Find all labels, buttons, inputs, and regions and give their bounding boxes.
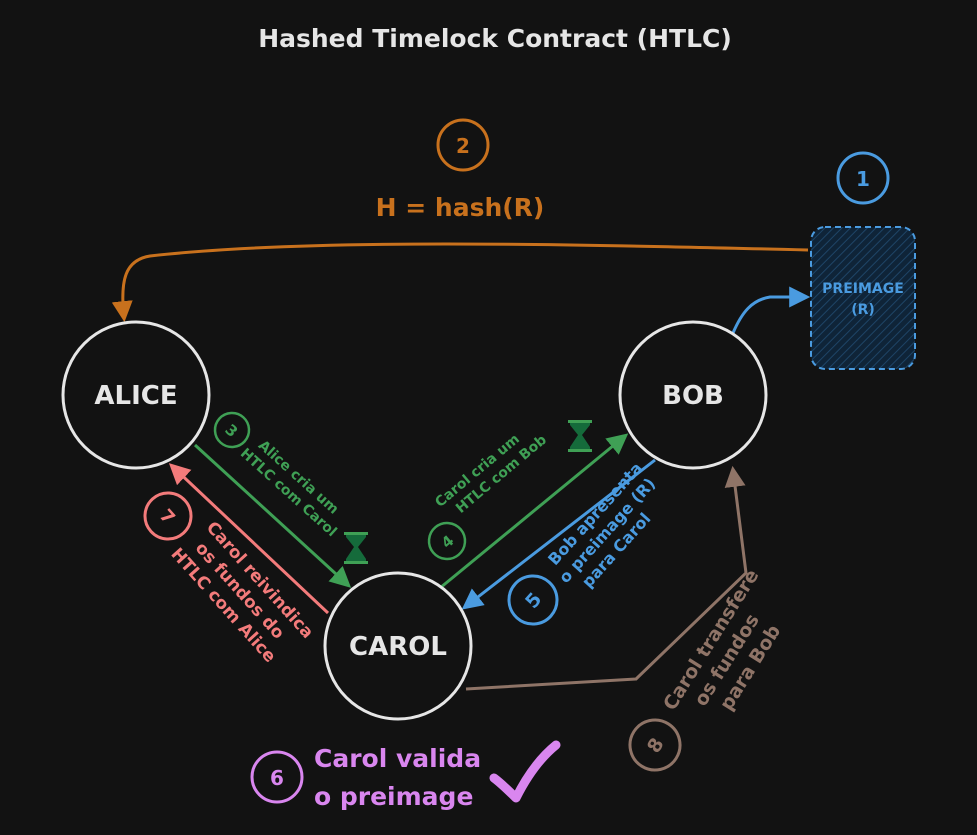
step-4-number: 4 (438, 532, 458, 552)
step-4-group: 4 Carol cria um HTLC com Bob (427, 431, 550, 561)
step-2-badge: 2 (436, 118, 490, 172)
arrow-carol-to-alice (168, 463, 330, 615)
arrow-alice-to-carol (193, 443, 352, 588)
arrow-bob-to-preimage (731, 286, 811, 334)
step-1-badge: 1 (836, 151, 890, 205)
node-alice: ALICE (61, 320, 211, 470)
step-5-number: 5 (521, 588, 546, 613)
node-bob-label: BOB (662, 381, 724, 411)
hourglass-icon (344, 532, 368, 564)
arrow-carol-to-bob (439, 433, 629, 590)
step-1-number: 1 (856, 167, 870, 191)
arrow-bob-to-carol (461, 458, 656, 610)
node-carol: CAROL (323, 571, 473, 721)
checkmark-icon (489, 740, 561, 803)
preimage-box: PREIMAGE (R) (810, 226, 916, 370)
step-6-line2: o preimage (314, 782, 473, 811)
node-bob: BOB (618, 320, 768, 470)
preimage-label: PREIMAGE (822, 281, 904, 297)
step-2-label: H = hash(R) (376, 193, 545, 222)
preimage-sublabel: (R) (851, 302, 875, 318)
arrow-carol-funds-to-bob (465, 465, 748, 691)
hourglass-icon-2 (568, 420, 592, 452)
step-8-number: 8 (643, 734, 669, 757)
step-6-line1: Carol valida (314, 744, 481, 773)
step-5-group: 5 Bob apresenta o preimage (R) para Caro… (507, 459, 659, 626)
node-carol-label: CAROL (349, 632, 447, 662)
diagram-title: Hashed Timelock Contract (HTLC) (258, 24, 732, 53)
step-7-number: 7 (155, 505, 179, 528)
step-3-number: 3 (221, 421, 241, 441)
step-6-badge: 6 (250, 750, 304, 804)
step-8-group: 8 Carol transfere os fundos para Bob (628, 565, 785, 772)
step-2-number: 2 (456, 134, 470, 158)
arrow-hash-to-alice (111, 242, 809, 323)
node-alice-label: ALICE (94, 381, 177, 411)
step-6-number: 6 (270, 766, 284, 790)
step-7-group: 7 Carol reivindica os fundos do HTLC com… (143, 491, 317, 667)
